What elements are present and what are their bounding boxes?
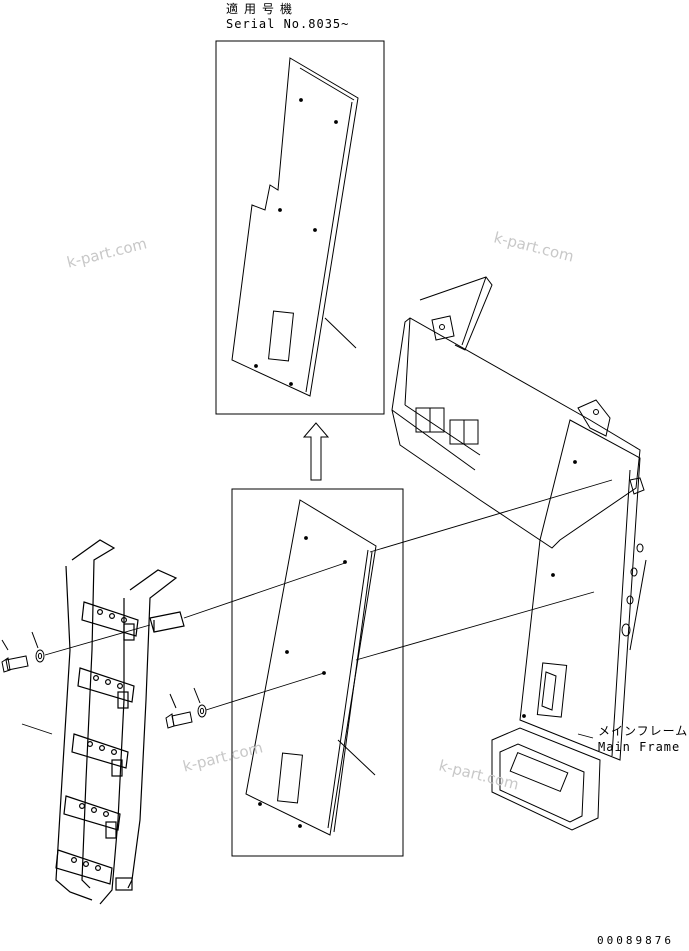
bolt-left (1, 639, 29, 673)
main-frame-label-en: Main Frame (598, 740, 681, 754)
upper-cover-panel (231, 57, 359, 397)
up-arrow-icon (302, 422, 330, 481)
lower-detail-box (231, 488, 404, 857)
washer-right (193, 687, 207, 718)
applicable-serial-caption-jp: 適用号機 (226, 2, 299, 16)
serial-number-caption: Serial No.8035~ (226, 17, 350, 31)
washer-left (31, 631, 45, 663)
main-frame-label-jp: メインフレーム (598, 724, 689, 738)
upper-detail-box (215, 40, 385, 415)
main-frame-body (391, 276, 647, 831)
lower-cover-panel (245, 499, 377, 836)
bolt-right (165, 693, 193, 729)
drawing-code: 00089876 (597, 934, 674, 947)
ladder (55, 539, 185, 905)
leader-lines (21, 479, 613, 739)
